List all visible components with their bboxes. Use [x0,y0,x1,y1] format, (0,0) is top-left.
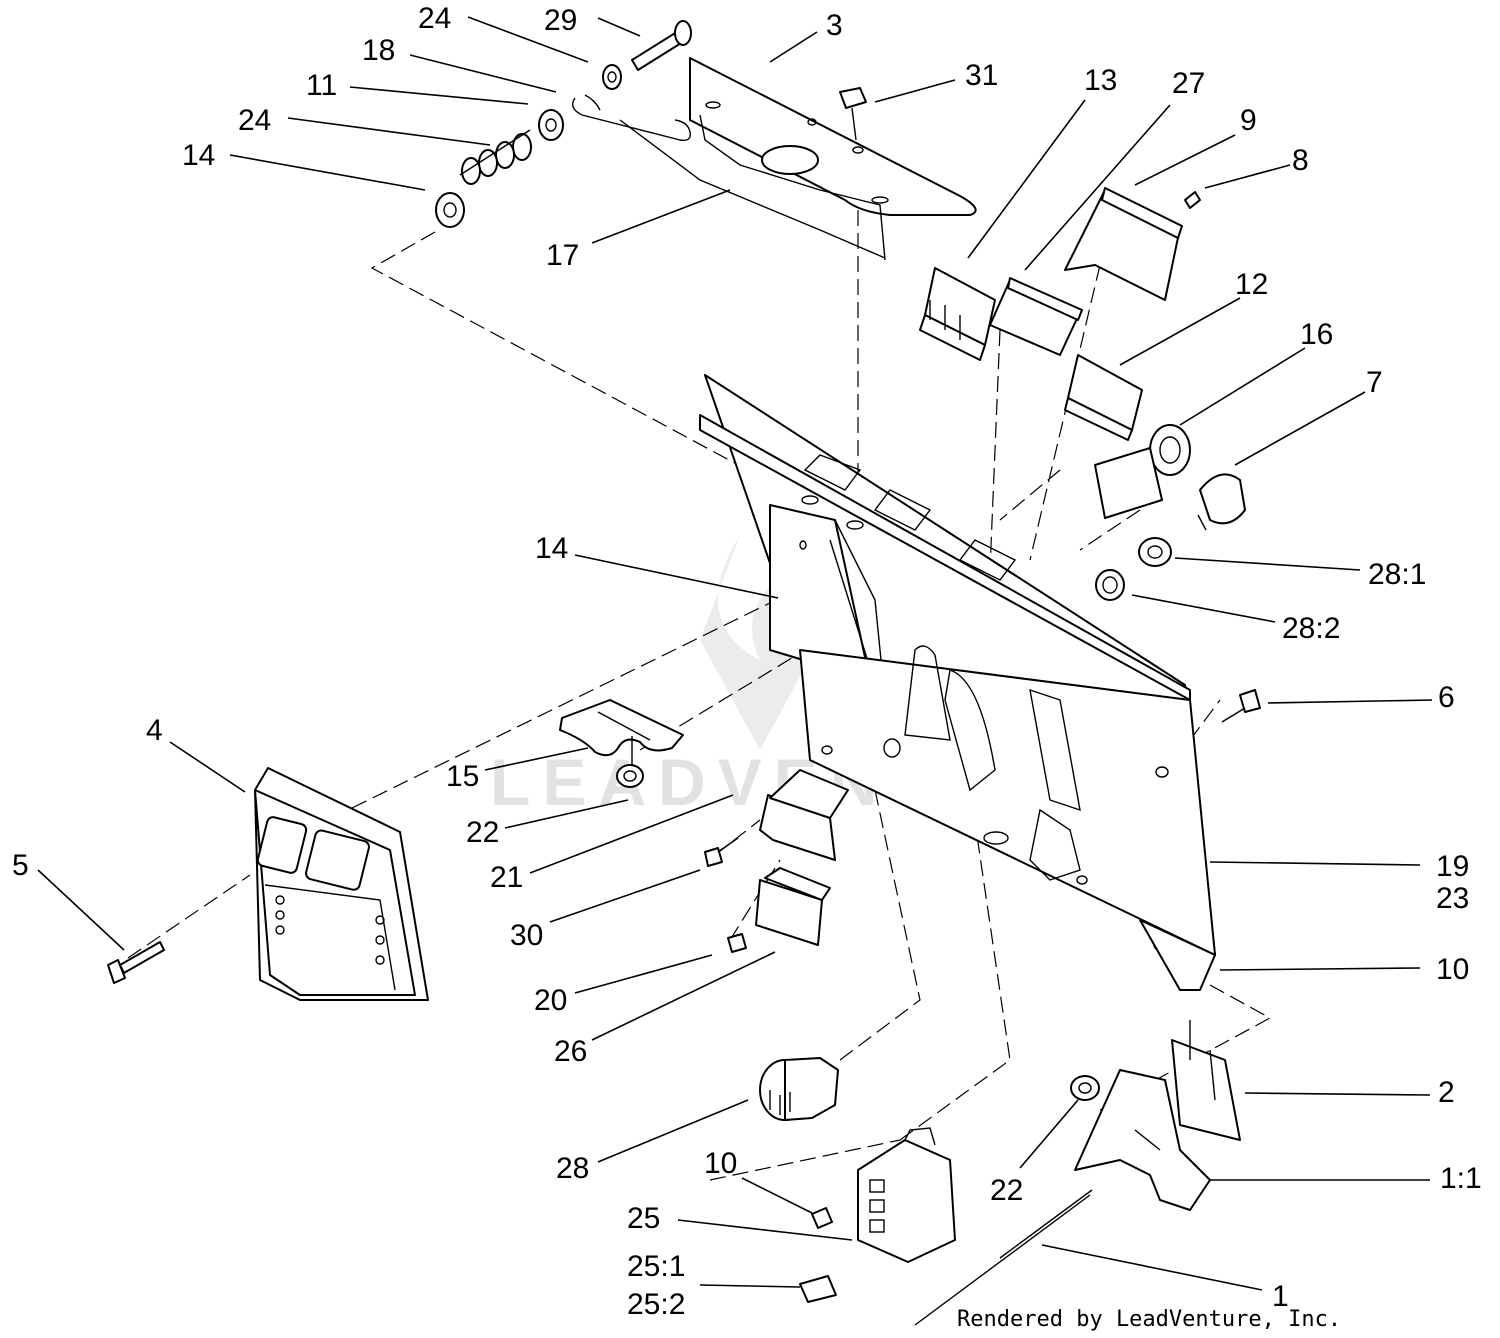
fuse-block-part-25 [857,1127,956,1263]
callout-17: 17 [546,239,579,272]
callout-6: 6 [1438,681,1455,714]
callout-14-second: 14 [535,532,568,565]
callout-28-2: 28:2 [1282,612,1340,645]
callout-4: 4 [146,714,163,747]
switch-part-13 [919,267,996,361]
callout-28: 28 [556,1152,589,1185]
top-plate-part-3 [619,57,977,261]
ignition-part-16 [1094,424,1191,519]
key-part-7 [1197,473,1246,531]
fuse-part-25-1 [799,1275,837,1303]
relay-part-26 [755,867,831,946]
callout-25: 25 [627,1202,660,1235]
washer-part-28-2 [1095,569,1125,601]
bolt-part-5 [107,941,165,984]
screw-part-30 [704,837,739,867]
callout-31: 31 [965,59,998,92]
relay-part-21 [759,769,849,861]
switch-part-28 [759,1057,839,1121]
pin-part-29 [631,20,692,71]
callout-20: 10 [1436,953,1469,986]
callout-14: 14 [182,139,215,172]
bracket-part-2 [1171,1020,1241,1141]
nut-part-22b [1070,1075,1100,1101]
callout-16: 16 [1300,318,1333,351]
callout-3: 3 [826,9,843,42]
nut-part-22a [616,764,644,788]
callout-22-second: 22 [990,1174,1023,1207]
callout-28-1: 28:1 [1368,558,1426,591]
callout-5: 5 [12,849,29,882]
switch-part-12 [1064,354,1143,441]
screw-part-10a [727,933,747,953]
screw-part-10b [811,1207,833,1229]
callout-21: 21 [490,861,523,894]
nut-part-28-1 [1138,537,1172,567]
callout-30: 30 [510,919,543,952]
controller-part-4 [254,767,429,1001]
switch-part-27 [989,277,1083,356]
bolt-part-6 [1221,689,1261,723]
bracket-part-15 [559,699,684,765]
callout-1-1: 1:1 [1440,1162,1482,1195]
cable-part-1 [914,1189,1093,1326]
callout-9: 9 [1240,104,1257,137]
callout-10: 20 [534,984,567,1017]
callout-24: 24 [418,2,451,35]
callout-11: 11 [306,69,337,102]
interlock-part-1-1 [1074,1069,1211,1211]
render-credit: Rendered by LeadVenture, Inc. [957,1307,1341,1332]
callout-18: 18 [362,34,395,67]
callout-23: 23 [1436,882,1469,915]
callout-24-second: 24 [238,104,271,137]
rod-part-11 [572,94,691,142]
callout-19: 19 [1436,850,1469,883]
callout-27: 27 [1172,67,1205,100]
washers [435,64,622,228]
leader-lines [37,16,1433,1291]
breaker-part-9 [1064,187,1183,301]
callout-13: 13 [1084,64,1117,97]
channel-part-20 [1139,919,1216,991]
callout-1: 1 [1272,1280,1289,1313]
callout-26: 26 [554,1035,587,1068]
screw-part-8 [1184,191,1201,209]
callout-2: 2 [1438,1076,1455,1109]
side-panel [799,645,1216,956]
bolt-part-31 [839,87,867,141]
callout-labels: 24 29 3 18 11 31 24 14 17 13 27 9 8 12 1… [12,2,1482,1321]
callout-12: 12 [1235,268,1268,301]
callout-25-1: 25:1 [627,1250,685,1283]
callout-15: 15 [446,760,479,793]
callout-29: 29 [544,4,577,37]
callout-8: 8 [1292,144,1309,177]
callout-7: 7 [1366,366,1383,399]
callout-25-2: 25:2 [627,1288,685,1321]
callout-10-second: 10 [704,1147,737,1180]
callout-22: 22 [466,816,499,849]
